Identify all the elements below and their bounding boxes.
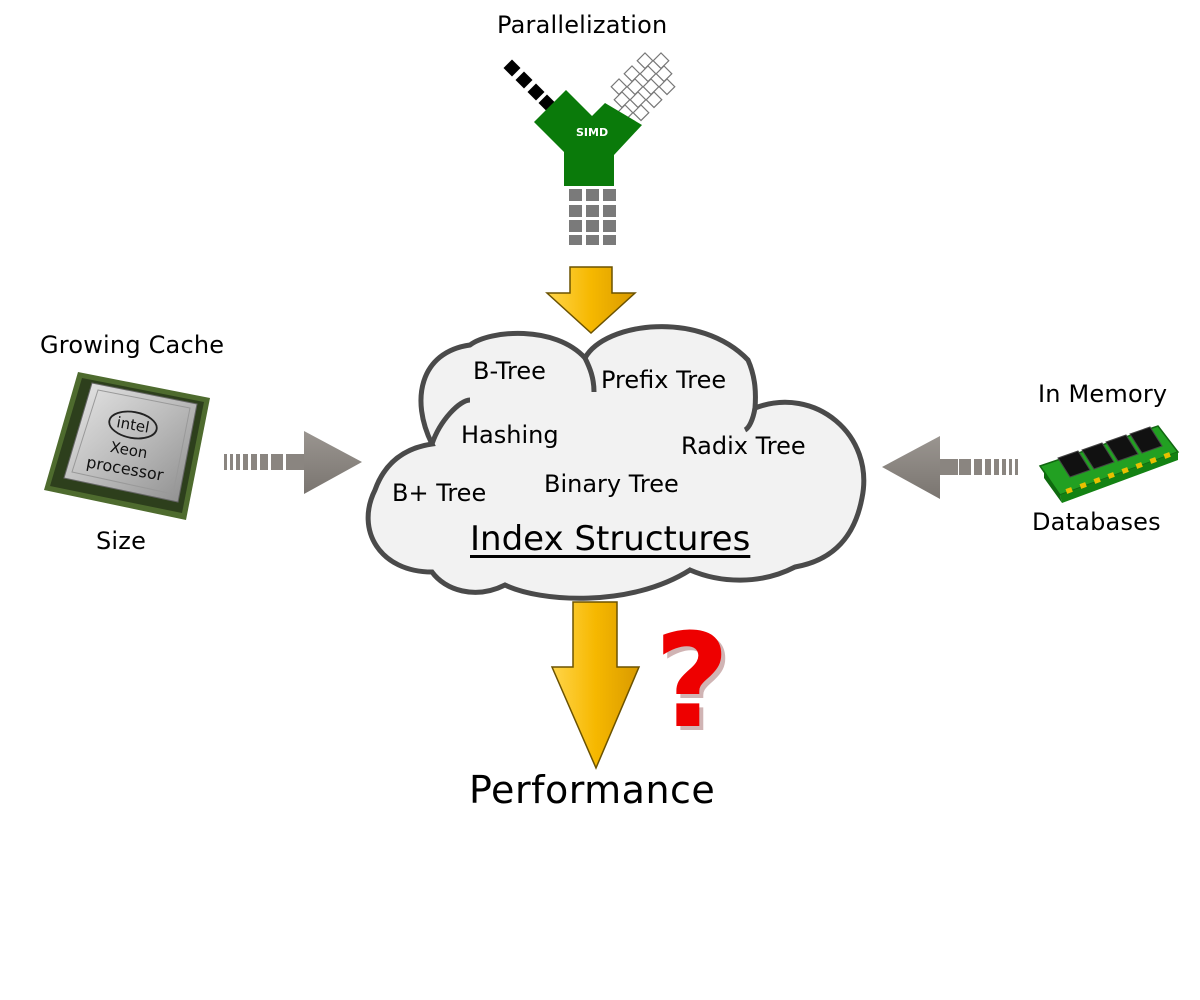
cloud-item-hashing: Hashing [461,421,559,449]
cpu-chip-icon: intel Xeon processor [44,372,210,520]
size-label: Size [96,527,147,555]
growing-cache-label: Growing Cache [40,331,225,359]
cloud-item-b-tree: B-Tree [473,357,546,385]
performance-label: Performance [469,768,716,812]
cloud-item-prefix-tree: Prefix Tree [601,366,727,394]
cloud-item-binary-tree: Binary Tree [544,470,679,498]
databases-label: Databases [1032,508,1161,536]
chip-brand: intel [115,413,151,436]
simd-label: SIMD [576,126,609,139]
cloud-title: Index Structures [470,519,751,559]
in-memory-label: In Memory [1038,380,1168,408]
cloud-shape [365,324,867,601]
arrow-right-left [224,431,362,494]
arrow-down-top [545,266,637,335]
question-mark-icon: ? ? [654,605,733,761]
ram-module-icon [1038,425,1180,503]
arrow-down-bottom [550,601,641,770]
question-mark: ? [654,605,729,757]
arrow-left-right [882,436,1018,499]
svg-text:?: ? [658,609,733,761]
parallelization-label: Parallelization [497,11,668,39]
cloud-item-b-plus-tree: B+ Tree [392,479,487,507]
cloud-item-radix-tree: Radix Tree [681,432,806,460]
simd-icon [503,52,676,245]
